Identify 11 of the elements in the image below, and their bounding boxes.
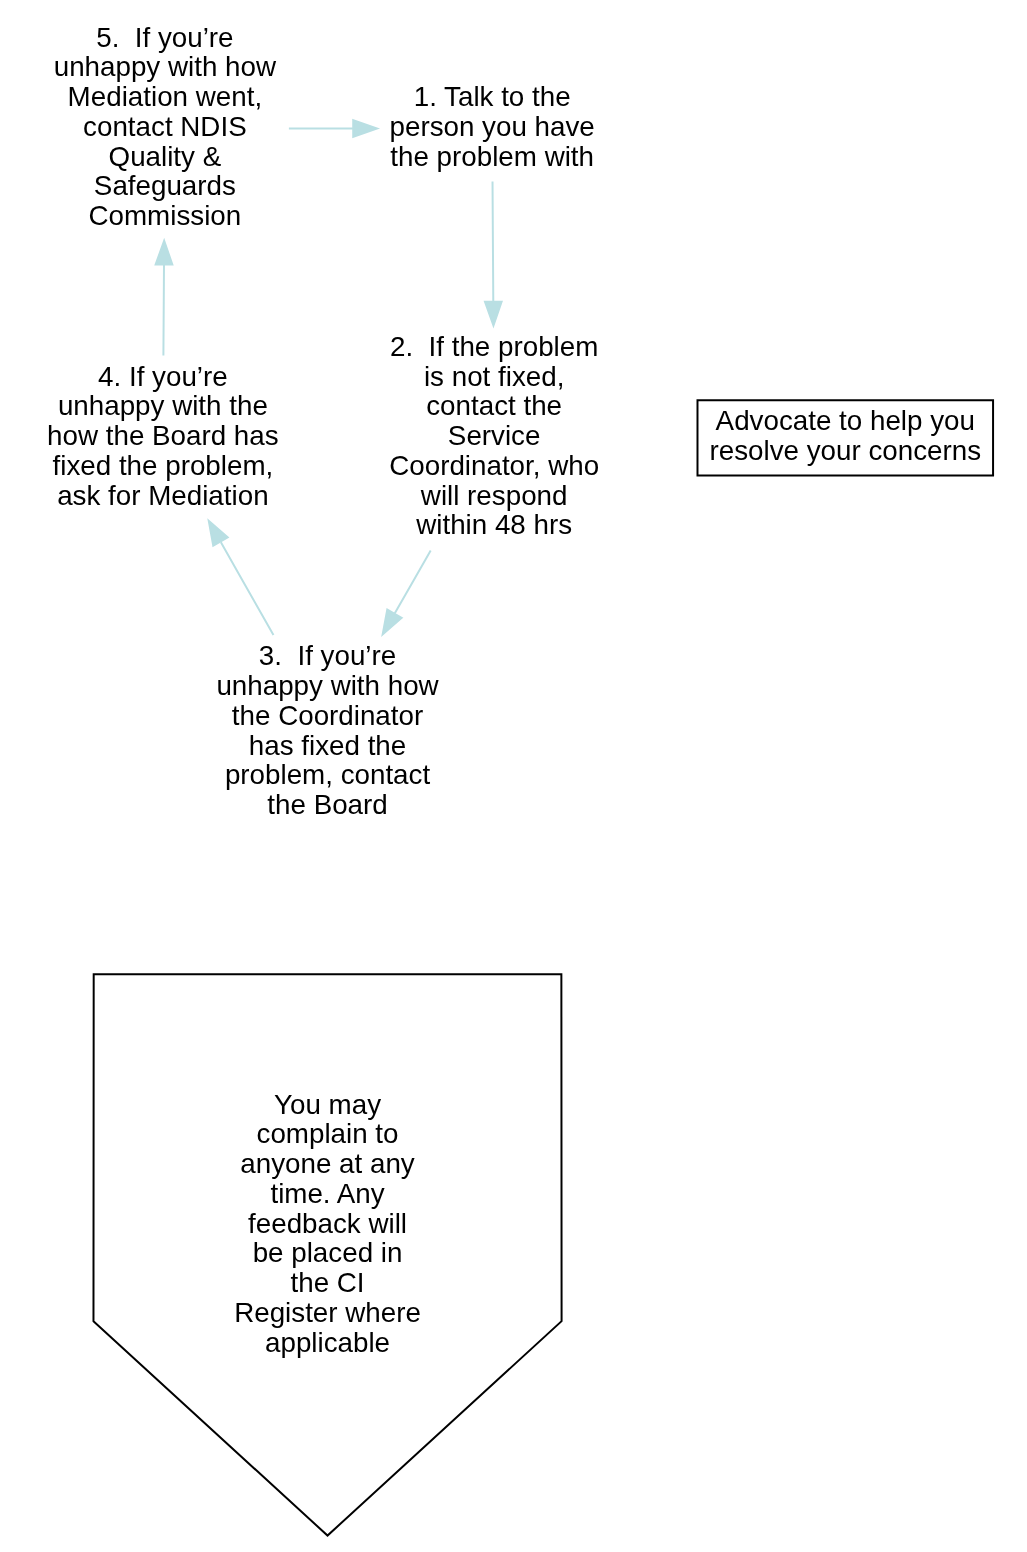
arrow xyxy=(153,237,174,357)
arrow xyxy=(287,118,380,139)
node-text: 1. Talk to the person you have the problem with xyxy=(389,81,595,172)
node-text: 2. If the problem is not fixed, contact the Service Coordinator, who will respond within 48 hrs xyxy=(388,330,599,541)
node-text: 4. If you’re unhappy with the how the Board has fixed the problem, ask for Mediation xyxy=(46,360,279,511)
arrow xyxy=(206,518,274,636)
node-box: Advocate to help you resolve your concerns xyxy=(696,399,994,477)
arrow xyxy=(380,549,432,637)
node-text: 3. If you’re unhappy with how the Coordinator has fixed the problem, contact the Board xyxy=(215,640,439,821)
arrow xyxy=(483,180,503,329)
node-text: 5. If you’re unhappy with how Mediation went, contact NDIS Quality & Safeguards Commission xyxy=(53,21,276,232)
